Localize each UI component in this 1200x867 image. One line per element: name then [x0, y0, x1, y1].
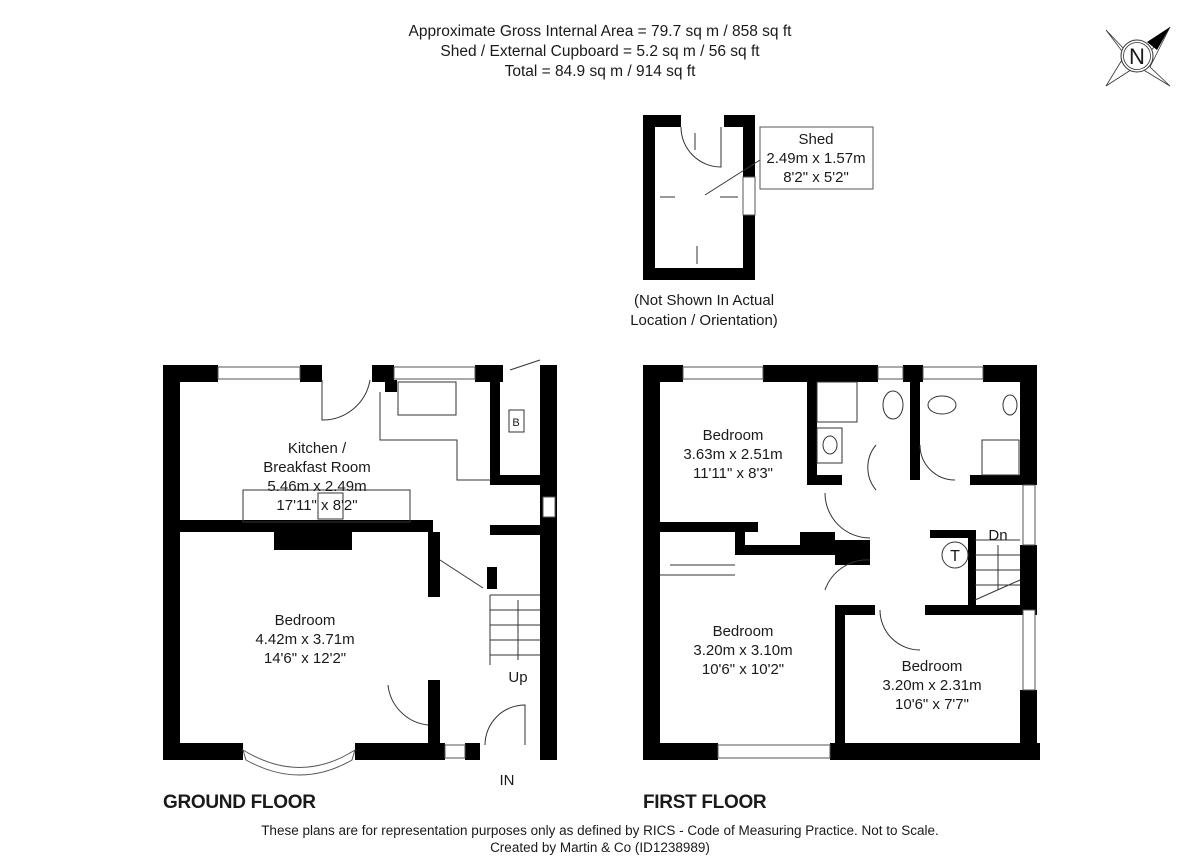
tank-label: T — [950, 548, 960, 565]
disclaimer: These plans are for representation purpo… — [261, 823, 939, 838]
shed-area: Shed / External Cupboard = 5.2 sq m / 56… — [440, 43, 760, 60]
kitchen-label-1: Kitchen / — [288, 440, 347, 457]
first-floor-plan: T Dn Bedroom 3.63m x 2.51m 11'11" x 8'3"… — [643, 365, 1040, 760]
ground-floor-label: GROUND FLOOR — [163, 792, 316, 813]
shed-metric: 2.49m x 1.57m — [766, 150, 865, 167]
compass-north-label: N — [1129, 44, 1145, 69]
ff-bedroom1-name: Bedroom — [703, 427, 764, 444]
entrance-label: IN — [500, 772, 515, 789]
ff-bedroom2-metric: 3.20m x 3.10m — [693, 642, 792, 659]
kitchen-metric: 5.46m x 2.49m — [267, 478, 366, 495]
gf-bedroom-name: Bedroom — [275, 612, 336, 629]
shed-plan: Shed 2.49m x 1.57m 8'2" x 5'2" (Not Show… — [630, 115, 874, 329]
gross-internal-area: Approximate Gross Internal Area = 79.7 s… — [408, 23, 792, 40]
credit: Created by Martin & Co (ID1238989) — [490, 840, 710, 855]
first-floor-label: FIRST FLOOR — [643, 792, 767, 813]
shed-imperial: 8'2" x 5'2" — [783, 169, 849, 186]
ground-floor-plan: B Kitchen / Breakfast Room 5.46m x 2.49m… — [163, 359, 557, 789]
kitchen-label-2: Breakfast Room — [263, 459, 371, 476]
stairs-up-label: Up — [508, 669, 527, 686]
ff-bedroom1-imperial: 11'11" x 8'3" — [693, 465, 773, 482]
ff-bedroom3-metric: 3.20m x 2.31m — [882, 677, 981, 694]
ff-bedroom2-imperial: 10'6" x 10'2" — [702, 661, 784, 678]
north-compass-icon: N — [1105, 26, 1171, 87]
ff-bedroom2-name: Bedroom — [713, 623, 774, 640]
kitchen-imperial: 17'11" x 8'2" — [276, 497, 357, 514]
shed-note-1: (Not Shown In Actual — [634, 292, 774, 309]
stairs-down-label: Dn — [988, 527, 1007, 544]
shed-note-2: Location / Orientation) — [630, 312, 778, 329]
ff-bedroom1-metric: 3.63m x 2.51m — [683, 446, 782, 463]
ff-bedroom3-imperial: 10'6" x 7'7" — [895, 696, 969, 713]
total-area: Total = 84.9 sq m / 914 sq ft — [504, 63, 696, 80]
gf-bedroom-metric: 4.42m x 3.71m — [255, 631, 354, 648]
shed-name: Shed — [798, 131, 833, 148]
boiler-label: B — [512, 417, 519, 429]
ff-bedroom3-name: Bedroom — [902, 658, 963, 675]
gf-bedroom-imperial: 14'6" x 12'2" — [264, 650, 346, 667]
